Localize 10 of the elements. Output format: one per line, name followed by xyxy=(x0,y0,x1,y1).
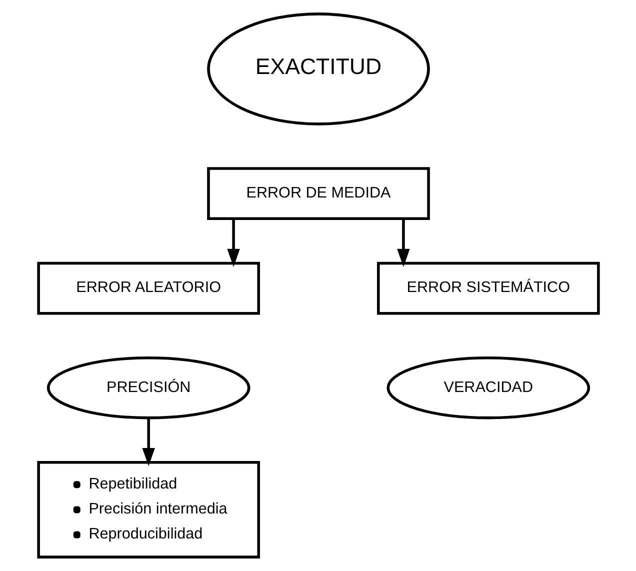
node-box: Repetibilidad Precisión intermedia Reproducibilidad xyxy=(36,460,260,558)
node-box: ERROR ALEATORIO xyxy=(36,262,260,315)
arrow xyxy=(226,218,240,268)
node-box: ERROR SISTEMÁTICO xyxy=(376,262,600,315)
arrow xyxy=(396,218,410,268)
node-ellipse: EXACTITUD xyxy=(206,12,430,126)
arrow xyxy=(142,418,154,466)
node-box: ERROR DE MEDIDA xyxy=(206,167,430,220)
node-ellipse: VERACIDAD xyxy=(386,356,590,420)
node-ellipse: PRECISIÓN xyxy=(46,356,250,420)
